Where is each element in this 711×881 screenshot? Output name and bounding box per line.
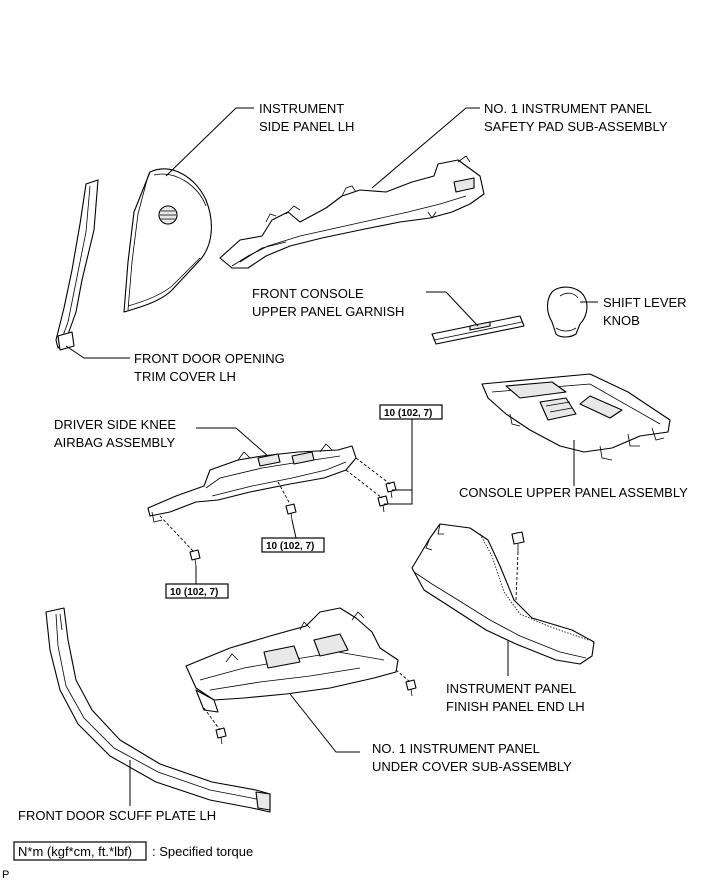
label-finish-panel-line1: INSTRUMENT PANEL <box>446 681 576 696</box>
label-side-panel-line1: INSTRUMENT <box>259 101 344 116</box>
torque-box-1: 10 (102, 7) <box>379 404 443 420</box>
label-knee-airbag-line2: AIRBAG ASSEMBLY <box>54 435 175 450</box>
label-shift-knob-line2: KNOB <box>603 313 640 328</box>
bolt-5 <box>511 531 525 552</box>
label-safety-pad-line1: NO. 1 INSTRUMENT PANEL <box>484 101 652 116</box>
torque-value-2: 10 (102, 7) <box>266 541 314 552</box>
torque-box-3: 10 (102, 7) <box>165 583 229 599</box>
driver-knee-airbag-part <box>147 443 357 523</box>
install-line-2 <box>345 469 383 499</box>
install-line-6 <box>395 669 411 683</box>
label-finish-panel-line2: FINISH PANEL END LH <box>446 699 585 714</box>
leader-side-panel <box>165 107 254 177</box>
label-safety-pad-line2: SAFETY PAD SUB-ASSEMBLY <box>484 119 668 134</box>
corner-mark: P <box>2 869 9 881</box>
console-upper-panel-part <box>481 373 671 461</box>
label-garnish-line2: UPPER PANEL GARNISH <box>252 304 404 319</box>
label-opening-trim-line1: FRONT DOOR OPENING <box>134 351 285 366</box>
label-shift-knob-line1: SHIFT LEVER <box>603 295 687 310</box>
label-under-cover-line2: UNDER COVER SUB-ASSEMBLY <box>372 759 572 774</box>
legend: N*m (kgf*cm, ft.*lbf) : Specified torque <box>13 841 253 861</box>
install-line-4 <box>159 515 195 553</box>
torque-value-3: 10 (102, 7) <box>170 587 218 598</box>
front-door-opening-trim-part <box>55 179 99 351</box>
label-scuff-plate: FRONT DOOR SCUFF PLATE LH <box>18 808 216 823</box>
leader-garnish <box>426 291 479 327</box>
front-console-garnish-part <box>431 315 525 345</box>
leader-opening-trim <box>65 345 130 359</box>
label-under-cover-line1: NO. 1 INSTRUMENT PANEL <box>372 741 540 756</box>
instrument-side-panel-lh-part <box>123 168 212 313</box>
legend-box-text: N*m (kgf*cm, ft.*lbf) <box>18 844 132 859</box>
front-door-scuff-plate-part <box>45 607 271 813</box>
label-knee-airbag-line1: DRIVER SIDE KNEE <box>54 417 176 432</box>
bolt-3 <box>285 503 297 521</box>
label-console-panel: CONSOLE UPPER PANEL ASSEMBLY <box>459 485 688 500</box>
label-side-panel-line2: SIDE PANEL LH <box>259 119 354 134</box>
label-garnish-line1: FRONT CONSOLE <box>252 286 364 301</box>
install-line-3 <box>277 481 291 505</box>
leader-safety-pad <box>371 107 480 189</box>
leader-torque-1b <box>384 490 413 505</box>
shift-lever-knob-part <box>546 286 588 338</box>
label-opening-trim-line2: TRIM COVER LH <box>134 369 236 384</box>
legend-description: : Specified torque <box>152 844 253 859</box>
leader-torque-1 <box>392 418 413 491</box>
bolt-4 <box>189 549 201 567</box>
install-line-5 <box>515 551 519 601</box>
finish-panel-end-part <box>411 523 595 665</box>
under-cover-part <box>185 607 399 713</box>
leader-under-cover <box>289 693 360 753</box>
leader-knee-airbag <box>196 427 269 457</box>
leader-torque-2 <box>291 519 297 539</box>
bolt-7 <box>215 727 227 745</box>
torque-value-1: 10 (102, 7) <box>384 408 432 419</box>
bolt-6 <box>405 679 417 697</box>
torque-box-2: 10 (102, 7) <box>261 537 325 553</box>
install-line-1 <box>355 457 391 485</box>
safety-pad-part <box>219 155 485 269</box>
install-line-7 <box>203 707 221 731</box>
